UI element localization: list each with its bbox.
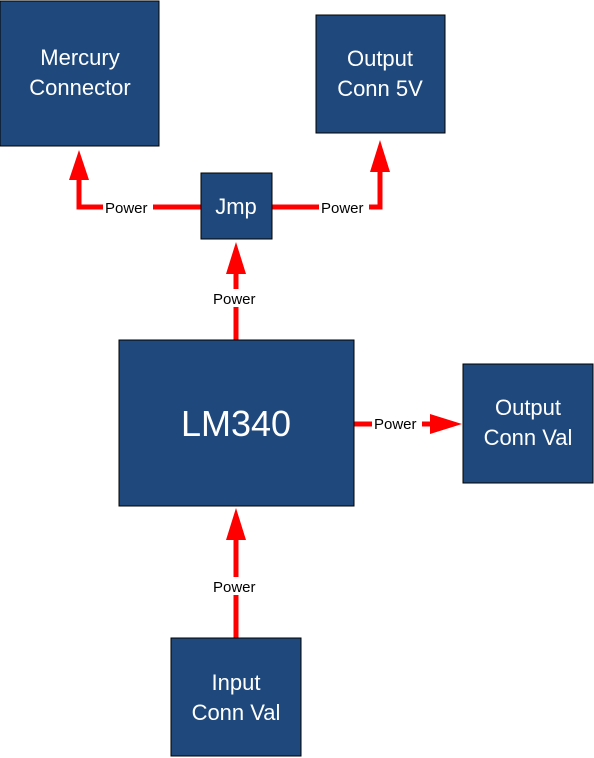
node-label: LM340	[181, 403, 291, 444]
box	[118, 339, 355, 507]
edge-lm340-to-jmp: Power	[211, 242, 261, 340]
edge-label: Power	[374, 416, 417, 433]
node-mercury-connector: Mercury Connector	[0, 0, 160, 147]
node-lm340: LM340	[118, 339, 355, 507]
edge-label: Power	[213, 291, 256, 308]
edge-label-bg	[103, 198, 153, 216]
node-label-line2: Connector	[29, 75, 131, 100]
node-label-line1: Output	[495, 395, 561, 420]
node-label-line2: Conn Val	[192, 700, 281, 725]
edge-label: Power	[213, 579, 256, 596]
arrow-head-icon	[69, 150, 89, 180]
node-label: Jmp	[215, 194, 257, 219]
box	[0, 0, 160, 147]
box	[315, 14, 446, 134]
edge-lm340-to-outputval: Power	[354, 414, 462, 434]
edge-label: Power	[105, 200, 148, 217]
arrow-head-icon	[226, 242, 246, 274]
edge-jmp-to-mercury: Power	[69, 150, 201, 217]
node-label-line2: Conn Val	[484, 425, 573, 450]
edge-label-bg	[211, 577, 261, 595]
connector-line	[76, 178, 201, 210]
node-label-line1: Input	[212, 670, 261, 695]
node-label-line1: Output	[347, 46, 413, 71]
edge-label-bg	[211, 289, 261, 307]
edge-input-to-lm340: Power	[211, 508, 261, 638]
node-input-conn-val: Input Conn Val	[170, 637, 302, 757]
arrow-head-icon	[370, 140, 390, 172]
arrow-head-icon	[226, 508, 246, 540]
node-label-line1: Mercury	[40, 45, 119, 70]
box	[462, 363, 594, 484]
box	[170, 637, 302, 757]
node-output-conn-5v: Output Conn 5V	[315, 14, 446, 134]
edge-label: Power	[321, 200, 364, 217]
node-label-line2: Conn 5V	[337, 76, 423, 101]
node-output-conn-val: Output Conn Val	[462, 363, 594, 484]
edge-label-bg	[372, 415, 422, 433]
node-jmp: Jmp	[200, 172, 273, 240]
edge-label-bg	[319, 198, 369, 216]
arrow-head-icon	[430, 414, 462, 434]
edge-jmp-to-output5v: Power	[272, 140, 390, 217]
box	[200, 172, 273, 240]
connector-line	[272, 170, 383, 210]
